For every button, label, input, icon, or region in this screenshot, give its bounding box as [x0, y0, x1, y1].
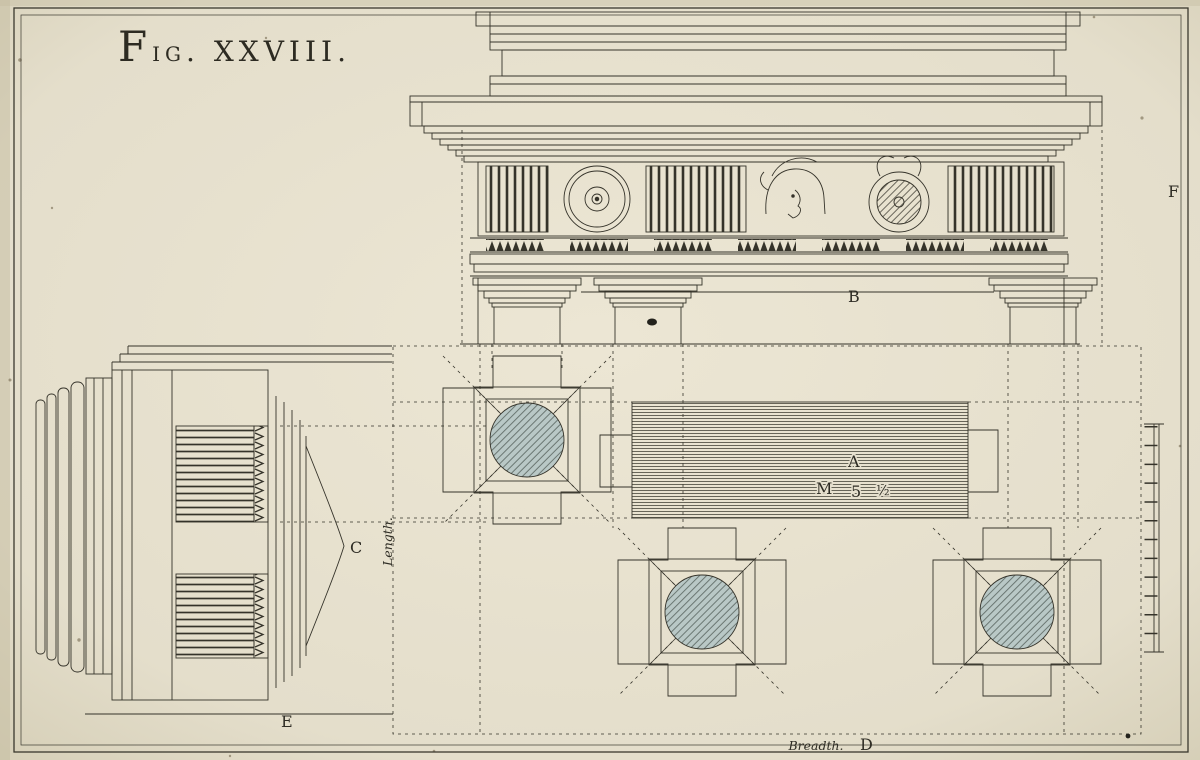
ink-blot — [647, 318, 657, 326]
helmet-head-metope — [760, 157, 826, 219]
trophy-shield-metope — [868, 155, 930, 233]
wall-section-hatch — [599, 401, 999, 519]
flute-panel-upper — [175, 425, 255, 523]
figure-title: Fig. XXVIII. — [118, 22, 352, 71]
rosette-metope — [563, 165, 631, 233]
reference-dot — [1125, 733, 1131, 739]
label-d: D — [860, 735, 873, 754]
triglyph-band-left — [485, 165, 549, 233]
capital-profile — [275, 396, 345, 688]
labels: F B A M 5 ½ C E D Breadth. Length. — [281, 182, 1179, 754]
foxing-specks — [8, 15, 1182, 758]
label-half: ½ — [876, 483, 890, 499]
plan — [280, 130, 1142, 735]
shaft-block — [111, 369, 269, 701]
plate-border — [13, 7, 1189, 753]
frieze — [477, 155, 1065, 237]
caption-breadth: Breadth. — [787, 738, 843, 753]
entablature-elevation — [409, 11, 1103, 345]
page-edge-shadow — [0, 0, 10, 760]
dentil-band — [470, 237, 1068, 253]
caption-length: Length. — [380, 517, 395, 567]
label-c: C — [350, 538, 362, 557]
scale-bar — [1144, 423, 1164, 653]
top-edge-shadow — [0, 0, 1200, 6]
architrave — [469, 253, 1069, 277]
label-m: M — [816, 479, 832, 498]
label-f: F — [1168, 182, 1179, 201]
crown-moldings — [475, 11, 1081, 97]
flute-panel-lower — [175, 573, 255, 659]
label-a: A — [847, 452, 860, 471]
label-b: B — [848, 287, 860, 306]
label-e: E — [281, 712, 293, 731]
wall-face — [460, 278, 1080, 345]
engraving — [35, 11, 1164, 739]
side-profile — [35, 345, 393, 715]
label-5: 5 — [851, 482, 861, 501]
triglyph-band-middle — [645, 165, 747, 233]
cornice — [409, 95, 1103, 163]
triglyph-band-right — [947, 165, 1055, 233]
